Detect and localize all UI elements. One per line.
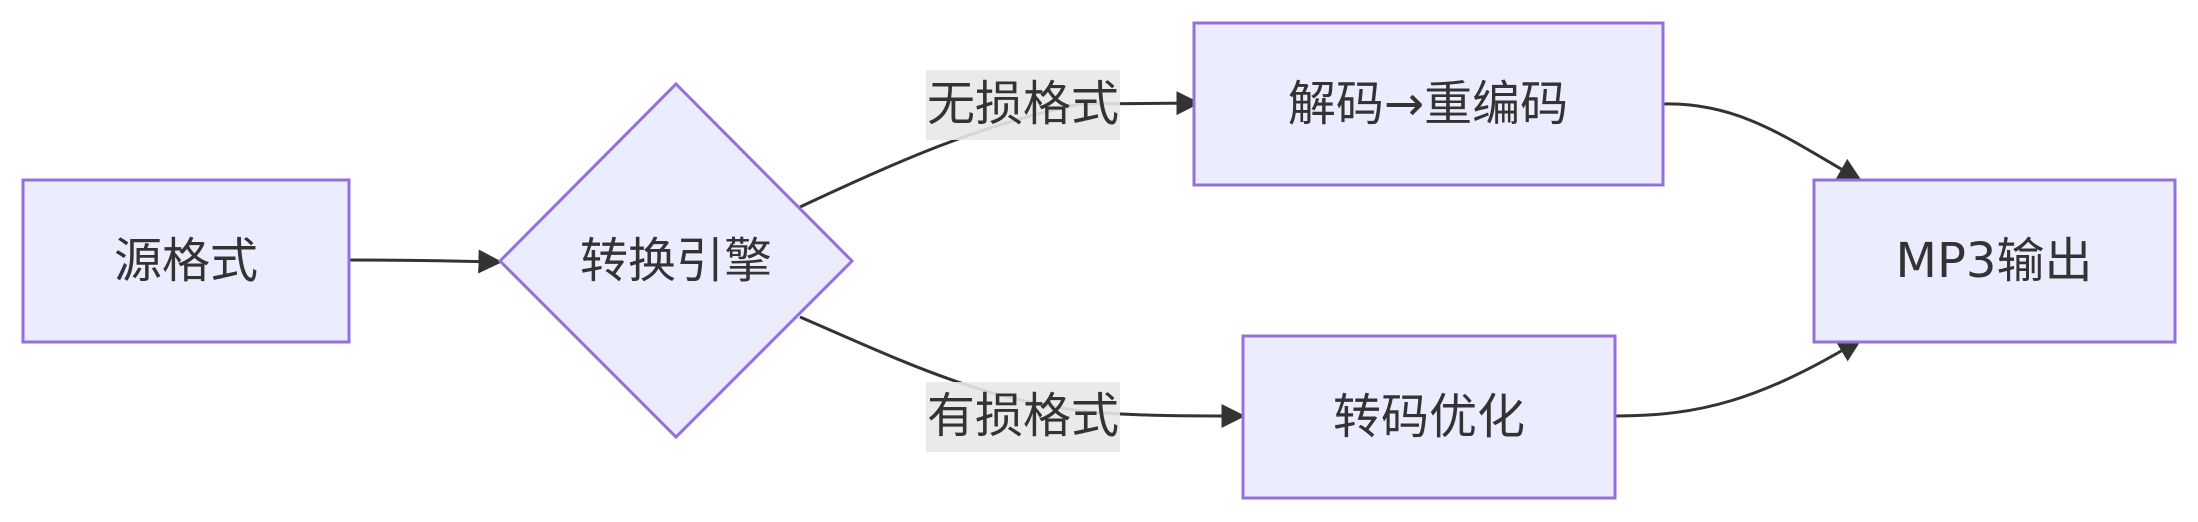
node-decode-box	[1192, 21, 1665, 187]
node-engine[interactable]: 转换引擎	[497, 81, 855, 440]
node-source[interactable]: 源格式	[21, 178, 351, 344]
node-output-label: MP3输出	[1896, 233, 2093, 289]
node-source-label: 源格式	[114, 233, 258, 289]
node-transcode-label: 转码优化	[1333, 389, 1525, 445]
edge-label-lossy-text: 有损格式	[927, 388, 1119, 444]
edge-transcode-to-output	[1614, 338, 1863, 418]
node-transcode[interactable]: 转码优化	[1241, 334, 1617, 500]
node-output-box	[1812, 178, 2177, 344]
node-decode[interactable]: 解码→重编码	[1192, 21, 1665, 187]
node-decode-label: 解码→重编码	[1288, 76, 1568, 132]
node-source-box	[21, 178, 351, 344]
edge-label-lossy-bg	[926, 382, 1120, 452]
node-transcode-box	[1241, 334, 1617, 500]
edge-label-lossless-text: 无损格式	[927, 76, 1119, 132]
edge-label-lossy: 有损格式	[926, 382, 1120, 452]
edge-label-lossless: 无损格式	[926, 70, 1120, 140]
edge-decode-to-output	[1662, 102, 1863, 182]
node-engine-diamond	[497, 81, 855, 440]
node-output[interactable]: MP3输出	[1812, 178, 2177, 344]
edge-source-to-engine	[348, 249, 503, 274]
edge-label-lossless-bg	[926, 70, 1120, 140]
node-engine-label: 转换引擎	[580, 233, 772, 289]
